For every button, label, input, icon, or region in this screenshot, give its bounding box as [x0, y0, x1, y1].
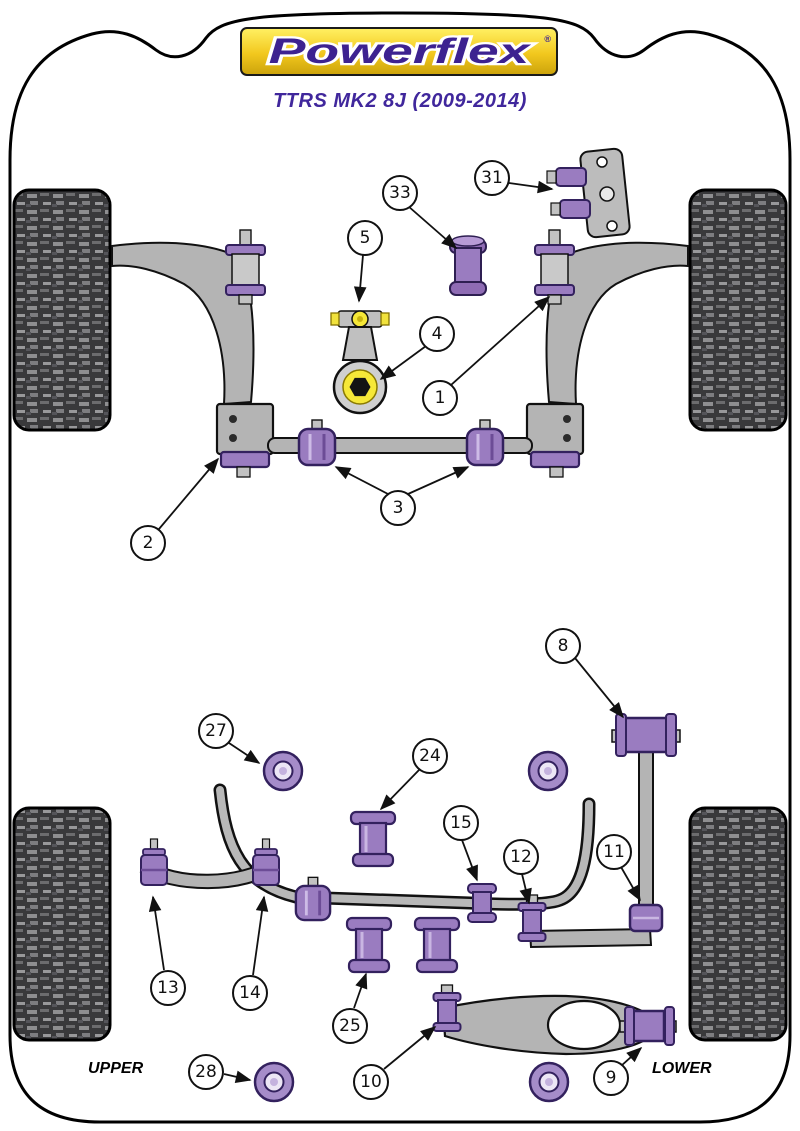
callout-5: 5 — [347, 220, 383, 256]
callout-14: 14 — [232, 975, 268, 1011]
callout-10: 10 — [353, 1064, 389, 1100]
callout-arrows — [148, 180, 643, 1083]
donut-bushing-27 — [262, 750, 304, 792]
dog-bone-engine-mount — [332, 326, 388, 415]
lower-label: LOWER — [652, 1060, 712, 1077]
callout-25: 25 — [332, 1008, 368, 1044]
callout-2: 2 — [130, 525, 166, 561]
rear-anti-roll-bar — [213, 783, 596, 911]
rear-drop-link — [638, 747, 654, 911]
upper-label: UPPER — [88, 1060, 144, 1077]
callout-31: 31 — [474, 160, 510, 196]
registered-mark: ® — [544, 34, 551, 44]
callout-1: 1 — [422, 380, 458, 416]
callout-11: 11 — [596, 834, 632, 870]
callout-24: 24 — [412, 738, 448, 774]
tire-front-right — [688, 188, 788, 432]
tire-rear-right — [688, 806, 788, 1042]
callout-13: 13 — [150, 970, 186, 1006]
powerflex-logo: Powerflex ® — [240, 27, 558, 76]
callout-8: 8 — [545, 628, 581, 664]
upper-engine-mount-31 — [546, 147, 631, 239]
donut-bushing-28 — [253, 1061, 295, 1103]
tire-front-left — [12, 188, 112, 432]
callout-33: 33 — [382, 175, 418, 211]
callout-3: 3 — [380, 490, 416, 526]
small-engine-mount-bushing — [330, 310, 390, 328]
callout-15: 15 — [443, 805, 479, 841]
callout-4: 4 — [419, 316, 455, 352]
donut-bushing-lower-right — [528, 1061, 570, 1103]
spool-bushing-33 — [449, 235, 487, 296]
tire-rear-left — [12, 806, 112, 1042]
rear-arb-bushing-15 — [467, 883, 497, 923]
callout-12: 12 — [503, 839, 539, 875]
model-title: TTRS MK2 8J (2009-2014) — [273, 90, 527, 112]
arm-bushing-9 — [619, 1006, 677, 1046]
donut-bushing-upper-right — [527, 750, 569, 792]
logo-text: Powerflex — [269, 32, 532, 71]
callout-27: 27 — [198, 713, 234, 749]
callout-28: 28 — [188, 1054, 224, 1090]
callout-9: 9 — [593, 1060, 629, 1096]
drop-link-bushing-8 — [611, 713, 681, 757]
drop-link-bushing-11 — [628, 903, 664, 933]
